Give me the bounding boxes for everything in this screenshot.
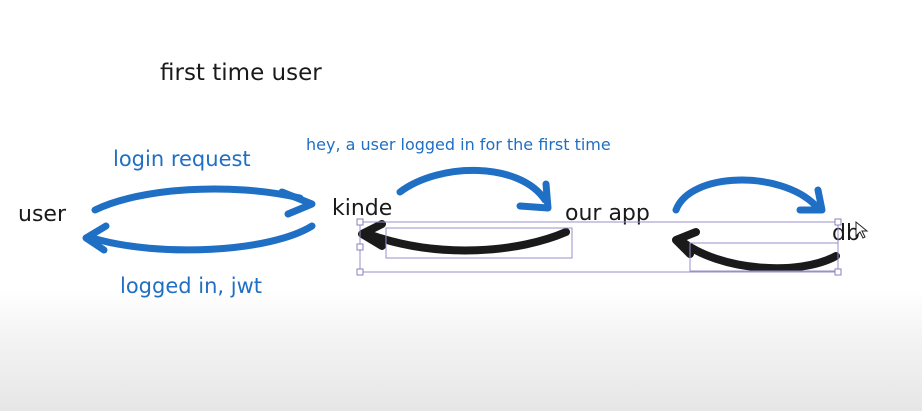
arrow-first-time[interactable]	[396, 167, 552, 212]
selection-outline[interactable]	[356, 218, 842, 276]
node-user[interactable]: user	[18, 202, 67, 227]
arrow-app-to-db[interactable]	[672, 176, 826, 214]
arrow-app-to-kinde[interactable]	[358, 220, 570, 255]
arrow-login-request[interactable]	[91, 185, 316, 218]
cursor-icon	[855, 220, 869, 239]
selection-handle-left[interactable]	[356, 243, 364, 251]
selection-handle-top-right[interactable]	[834, 218, 842, 226]
selection-handle-top-left[interactable]	[356, 218, 364, 226]
arrow-db-to-app[interactable]	[672, 228, 840, 273]
arrow-logged-in[interactable]	[82, 222, 316, 254]
edge-label-first-time: hey, a user logged in for the first time	[306, 135, 611, 154]
edge-label-logged-in: logged in, jwt	[120, 274, 262, 298]
selection-handle-bottom-left[interactable]	[356, 268, 364, 276]
diagram-title: first time user	[160, 60, 322, 86]
edge-label-login-request: login request	[113, 147, 251, 171]
selection-handle-bottom-right[interactable]	[834, 268, 842, 276]
node-kinde[interactable]: kinde	[332, 196, 392, 221]
